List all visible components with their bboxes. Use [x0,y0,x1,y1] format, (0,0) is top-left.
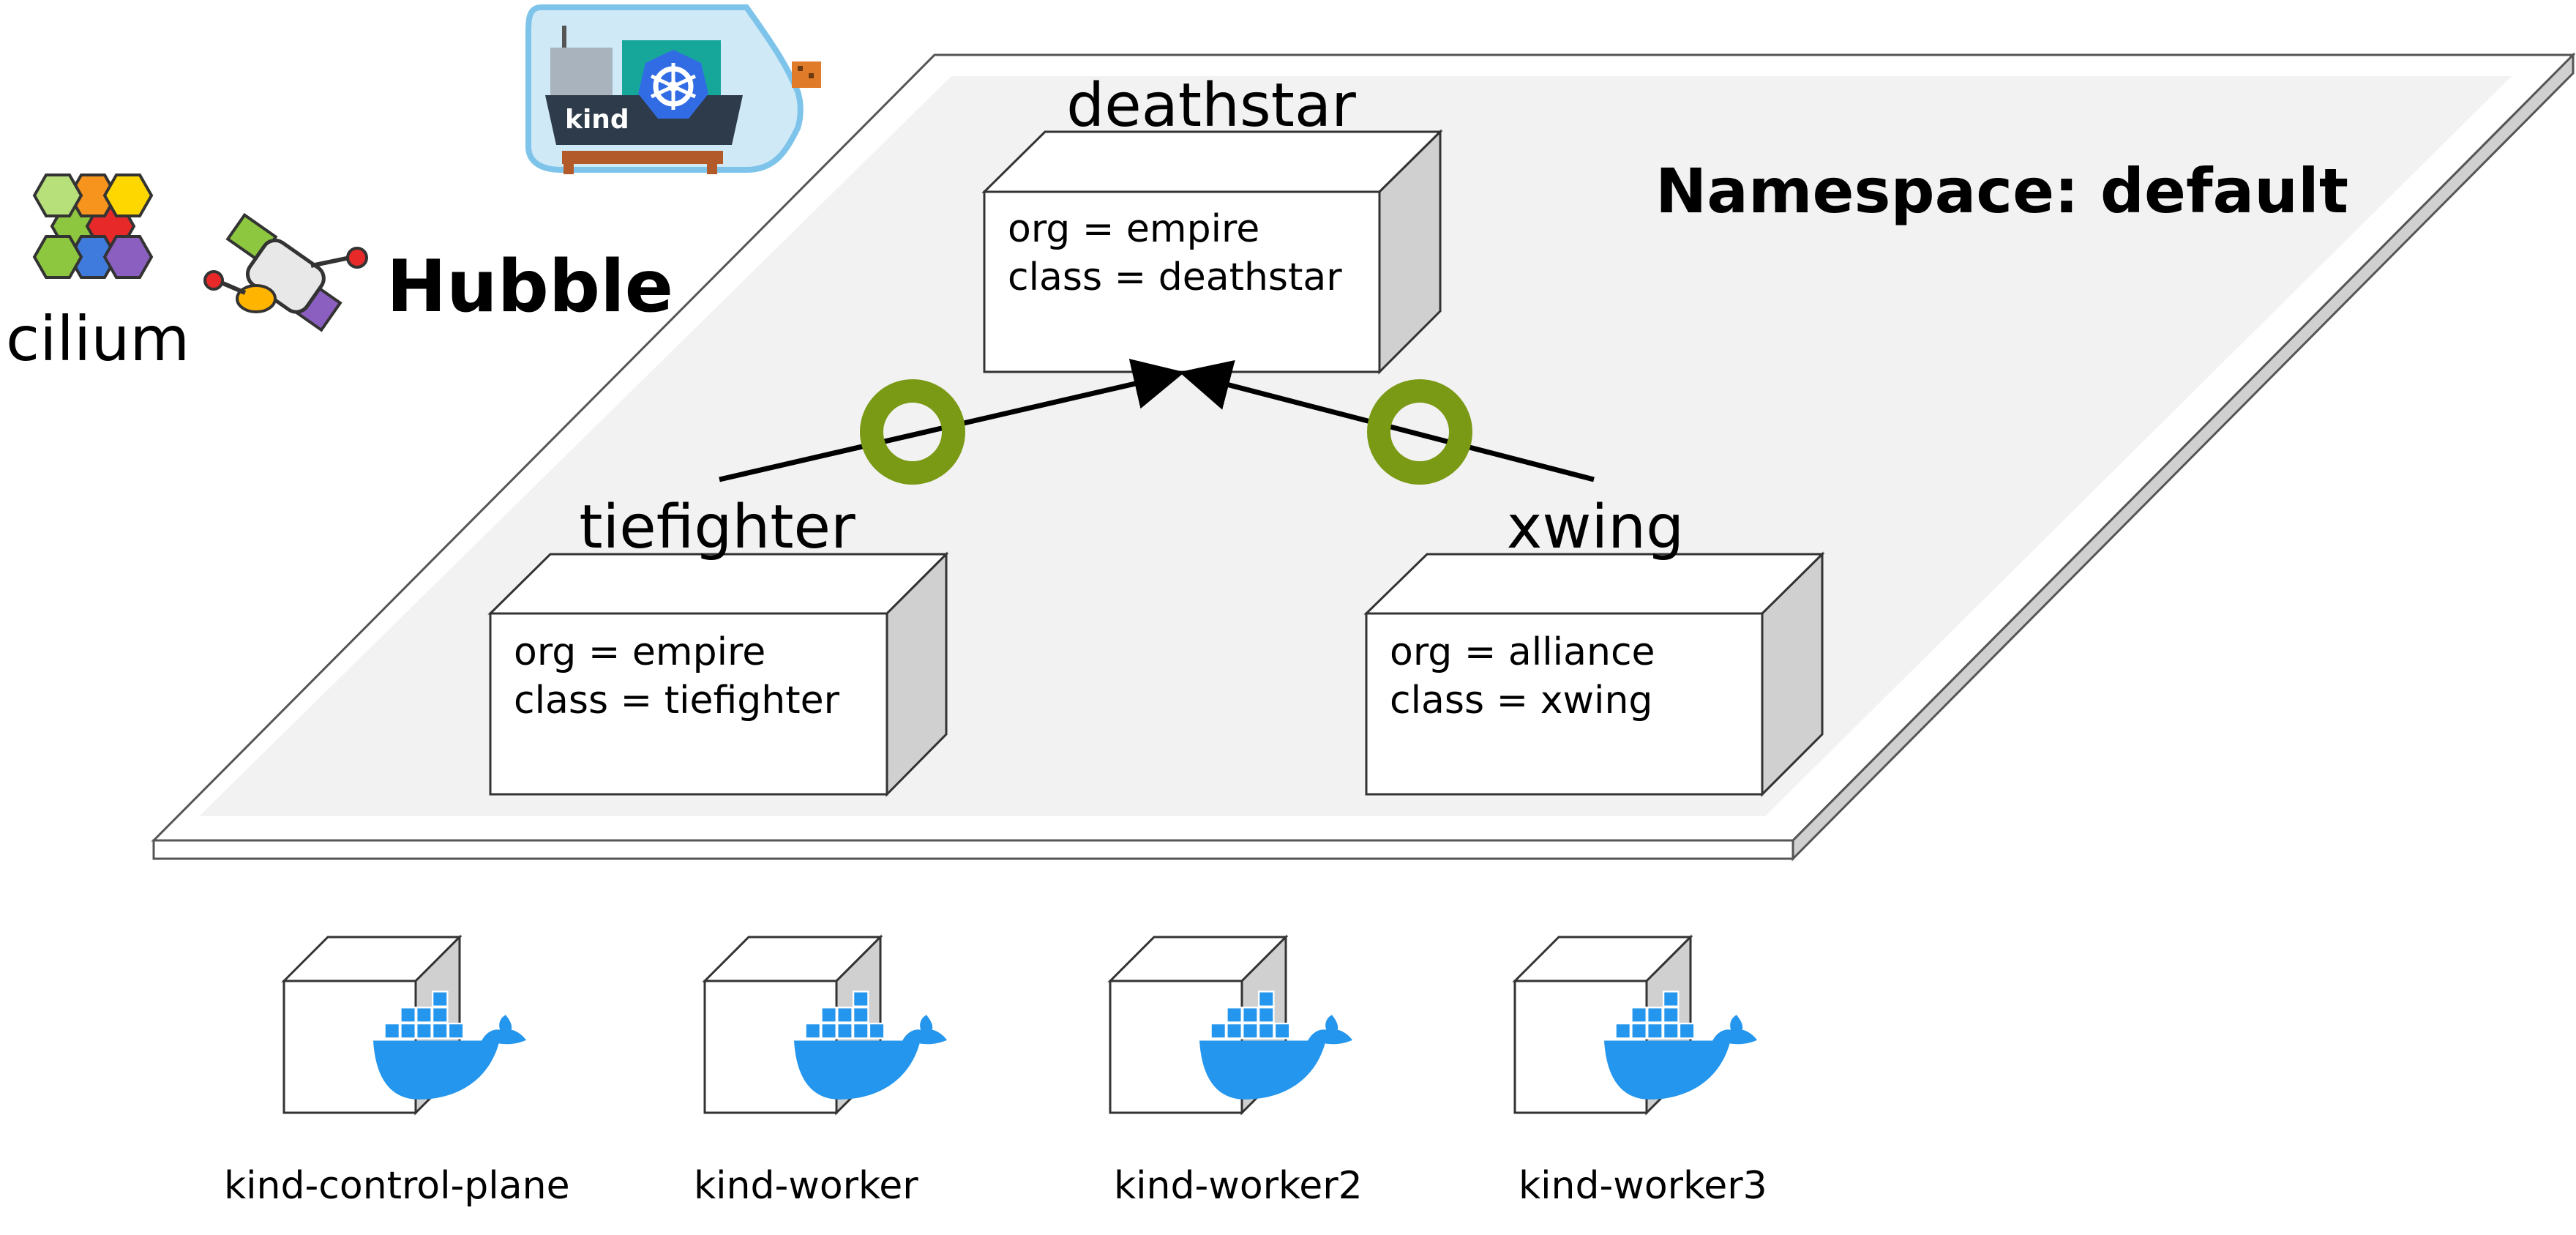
node-kind-control-plane[interactable]: kind-control-plane [224,934,570,1208]
hubble-satellite-icon [203,212,368,332]
kubernetes-helm-icon [638,50,708,119]
policy-ring-icon [1367,379,1472,485]
hubble-logo-text: Hubble [386,245,673,329]
node-name-label: kind-worker2 [1114,1164,1363,1208]
node-name-label: kind-control-plane [224,1164,570,1208]
policy-ring-icon [860,379,965,485]
node-kind-worker3[interactable]: kind-worker3 [1512,934,1767,1208]
xwing-name: xwing [1507,493,1684,562]
node-kind-worker2[interactable]: kind-worker2 [1107,934,1363,1208]
pod-deathstar[interactable]: org = empire class = deathstar [981,129,1443,375]
deathstar-name: deathstar [1066,71,1356,141]
node-kind-worker[interactable]: kind-worker [694,934,948,1208]
node-name-label: kind-worker [694,1164,918,1208]
node-list: kind-control-plane kind-worker kind-worker… [224,934,1767,1208]
tiefighter-org-label: org = empire [514,630,765,674]
xwing-class-label: class = xwing [1390,679,1652,723]
kind-logo-text: kind [565,105,629,135]
xwing-org-label: org = alliance [1390,630,1655,674]
node-name-label: kind-worker3 [1519,1164,1767,1208]
pod-xwing[interactable]: org = alliance class = xwing [1363,551,1825,797]
tiefighter-class-label: class = tiefighter [514,679,840,723]
cilium-logo-text: cilium [6,303,190,375]
tiefighter-name: tiefighter [579,493,855,562]
pod-tiefighter[interactable]: org = empire class = tiefighter [487,551,949,797]
namespace-title: Namespace: default [1655,155,2348,227]
cilium-logo-icon [32,174,154,279]
deathstar-class-label: class = deathstar [1008,255,1342,299]
deathstar-org-label: org = empire [1008,207,1259,251]
